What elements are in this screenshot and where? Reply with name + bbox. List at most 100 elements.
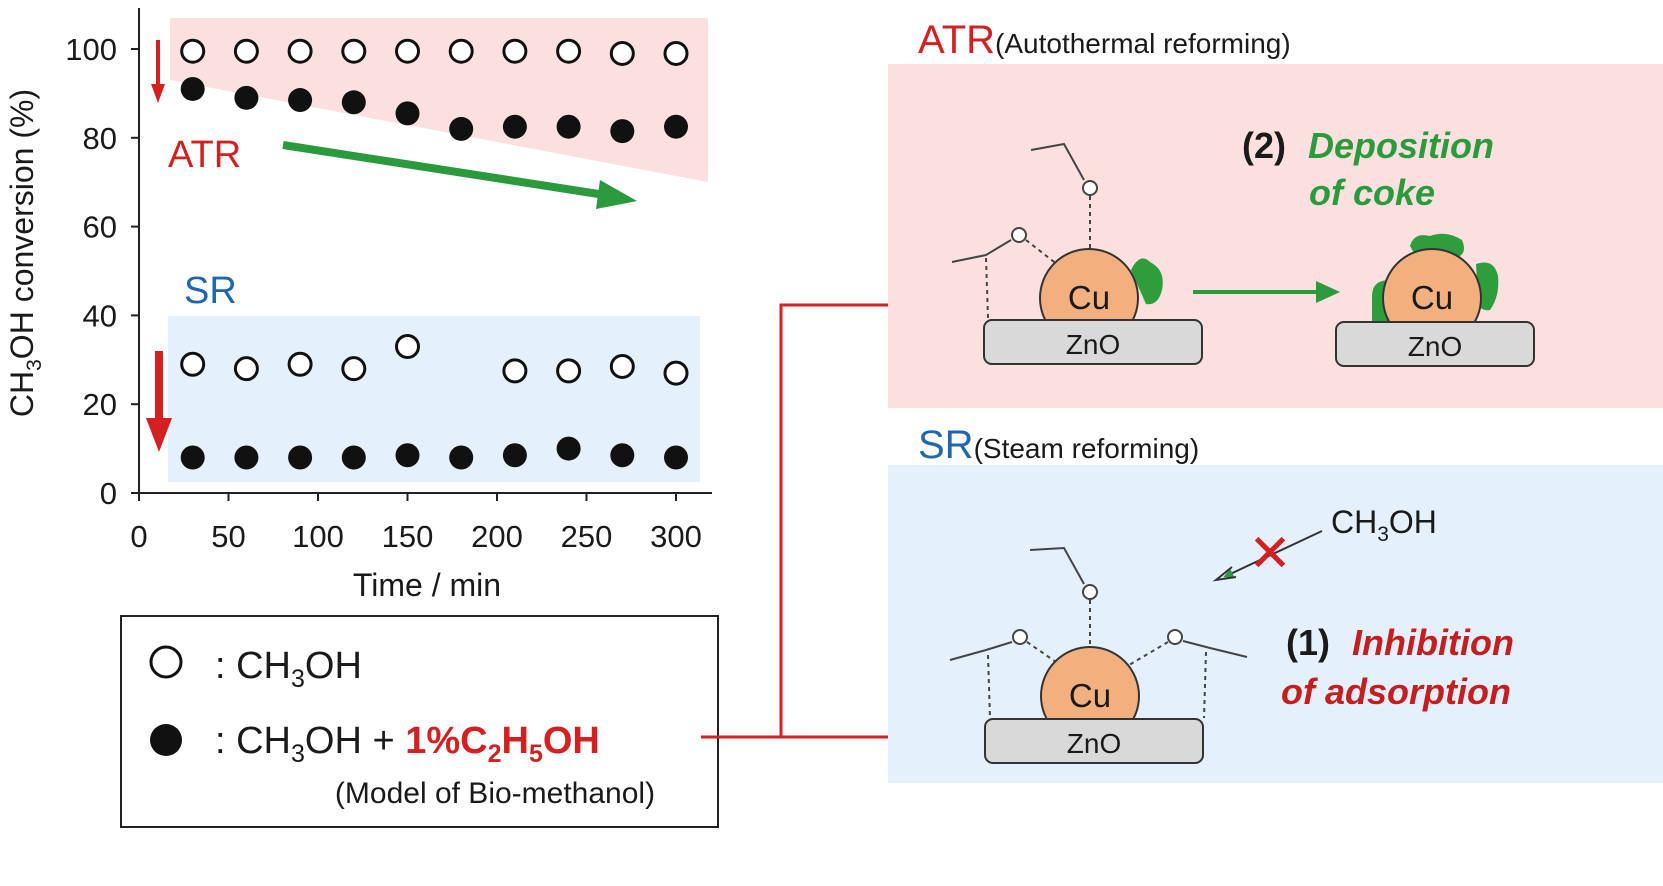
atr-heading: ATR(Autothermal reforming) [918,18,1291,62]
atr-step-line2: of coke [1309,172,1435,213]
filled-data-point [395,443,420,468]
zno-support-3 [984,718,1204,764]
atr-catalyst-after: Cu ZnO [1335,233,1535,367]
y-tick-label: 20 [83,387,117,422]
filled-data-point [341,90,366,115]
open-data-point [609,353,635,379]
open-data-point [395,333,420,359]
x-tick-label: 300 [650,519,702,554]
y-tick-label: 60 [83,210,117,245]
open-data-point [180,38,206,64]
open-data-point [502,38,528,64]
filled-data-point [502,443,527,468]
sr-schematic: SR(Steam reforming) CH3OH ✕ Cu [888,423,1663,783]
sr-step-line1: Inhibition [1352,622,1514,663]
coke-formation-arrow [1193,281,1340,303]
filled-data-point [395,101,420,126]
filled-data-point [180,445,205,470]
zno-support [983,319,1203,365]
open-data-point [556,358,582,384]
filled-data-point [556,436,581,461]
filled-data-point [288,88,313,113]
y-tick-label: 0 [100,476,117,511]
adsorbed-left [949,641,1013,661]
atr-step-line1: Deposition [1308,125,1494,166]
adsorbed-methoxy [951,239,1012,263]
y-axis-ticks: 0 20 40 60 80 100 [65,32,139,511]
open-data-point [448,38,474,64]
methanol-label: CH3OH [1331,504,1437,546]
atr-step-number: (2) [1242,125,1286,166]
zno-label-3: ZnO [1067,728,1121,759]
filled-data-point [556,114,581,139]
filled-data-point [234,445,259,470]
legend-box: : CH3OH : CH3OH + 1%C2H5OH (Model of Bio… [120,615,719,828]
filled-data-point [664,114,688,139]
legend-note: (Model of Bio-methanol) [335,777,655,810]
y-tick-label: 100 [65,32,117,67]
blocked-methanol: CH3OH ✕ [1212,504,1437,583]
x-axis-ticks: 0 50 100 150 200 250 300 [130,493,702,554]
filled-data-point [180,76,205,101]
adsorbed-oxygen [1082,180,1098,196]
open-data-point [663,360,689,386]
open-data-point [287,351,313,377]
filled-data-point [449,116,474,141]
x-tick-label: 250 [561,519,613,554]
cu-label-3: Cu [1069,677,1111,714]
filled-data-point [610,119,635,144]
open-data-point [180,351,206,377]
x-tick-label: 150 [382,519,434,554]
x-tick-label: 200 [471,519,523,554]
sr-catalyst: Cu ZnO [949,546,1248,764]
data-points [180,38,689,470]
filled-data-point [610,443,635,468]
x-tick-label: 100 [292,519,344,554]
x-axis-label: Time / min [353,567,501,603]
open-data-point [663,40,689,66]
approach-arrow [1223,530,1323,578]
zno-support-2 [1335,321,1535,367]
atr-schematic: ATR(Autothermal reforming) Cu ZnO [888,18,1663,408]
sr-heading: SR(Steam reforming) [918,423,1199,467]
open-data-point [341,38,367,64]
conversion-chart: 0 20 40 60 80 100 0 50 100 150 200 250 300 Time / m… [4,8,712,603]
legend-filled-label: : CH3OH + 1%C2H5OH [215,720,600,768]
sr-decrease-arrow [146,351,172,452]
atr-region-label: ATR [168,134,241,176]
y-tick-label: 40 [83,298,117,333]
x-tick-label: 0 [130,519,147,554]
adsorbed-right [1182,640,1248,658]
legend-open-label: : CH3OH [215,645,362,693]
atr-trend-arrow [282,141,637,209]
sr-region-label: SR [184,270,237,312]
open-data-point [556,38,582,64]
zno-label-2: ZnO [1408,331,1462,362]
coke-deposit [1131,258,1163,305]
zno-label: ZnO [1066,329,1120,360]
open-data-point [233,38,259,64]
filled-data-point [449,445,474,470]
adsorbed-ethoxy [1030,142,1085,181]
open-data-point [502,358,528,384]
open-data-point [395,38,420,64]
filled-data-point [234,85,259,110]
atr-catalyst-before: Cu ZnO [951,142,1203,365]
legend-open-marker [149,645,183,679]
filled-data-point [341,445,366,470]
atr-decrease-arrow [151,40,165,103]
cu-label: Cu [1068,279,1110,316]
cu-label-2: Cu [1411,279,1453,316]
y-tick-label: 80 [83,121,117,156]
filled-data-point [288,445,313,470]
adsorbed-top [1029,546,1085,585]
filled-data-point [664,445,688,470]
open-data-point [609,40,635,66]
open-data-point [341,356,367,382]
open-data-point [233,356,259,382]
open-data-point [287,38,313,64]
adsorbed-oxygen-2 [1011,227,1027,243]
x-tick-label: 50 [211,519,245,554]
blocked-mark: ✕ [1248,525,1292,583]
